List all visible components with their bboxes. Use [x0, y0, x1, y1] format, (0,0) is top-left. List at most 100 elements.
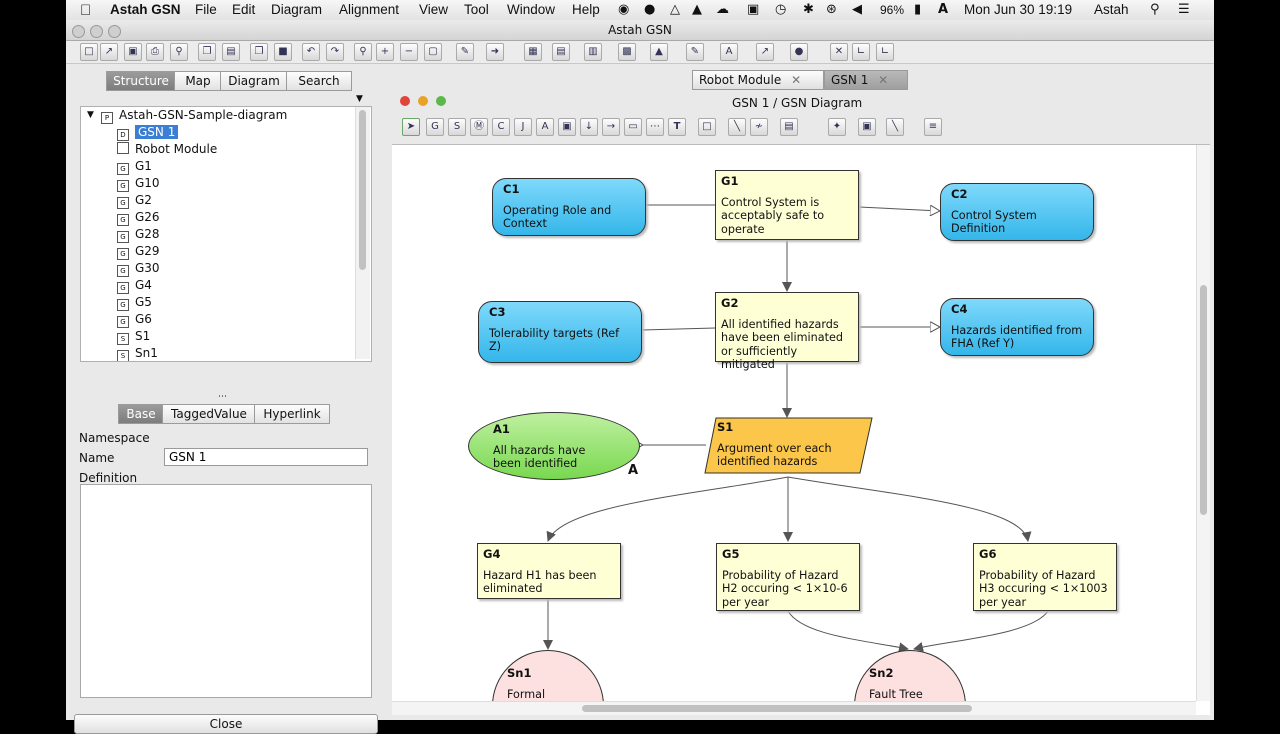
status-icon[interactable]: ◉ — [618, 2, 630, 17]
layout-mode-icon[interactable]: ≡ — [924, 118, 942, 136]
bell-icon[interactable]: △ — [670, 2, 680, 17]
copy-icon[interactable]: ❐ — [198, 43, 216, 61]
tab-search[interactable]: Search — [286, 71, 352, 91]
menu-file[interactable]: File — [195, 2, 217, 17]
input-source-icon[interactable]: A — [938, 2, 949, 17]
line-icon[interactable]: ✕ — [830, 43, 848, 61]
apple-icon[interactable]:  — [80, 2, 91, 19]
tab-structure[interactable]: Structure — [106, 71, 176, 91]
snap-icon[interactable]: ▣ — [858, 118, 876, 136]
tab-tagged-value[interactable]: TaggedValue — [162, 404, 256, 424]
menu-tool[interactable]: Tool — [464, 2, 489, 17]
close-window-icon[interactable] — [72, 25, 85, 38]
zoom-fit-icon[interactable]: ⚲ — [354, 43, 372, 61]
drive-icon[interactable]: ▲ — [692, 2, 702, 17]
select-tool-icon[interactable]: ➤ — [402, 118, 420, 136]
minimize-window-icon[interactable] — [90, 25, 103, 38]
tab-diagram[interactable]: Diagram — [220, 71, 288, 91]
zoom-select-icon[interactable]: ▢ — [424, 43, 442, 61]
layout-icon[interactable]: ▦ — [524, 43, 542, 61]
rectangle-tool-icon[interactable]: □ — [698, 118, 716, 136]
tree-item[interactable]: Robot Module — [117, 141, 217, 158]
zoom-window-icon[interactable] — [108, 25, 121, 38]
close-tab-icon[interactable]: ✕ — [791, 73, 802, 87]
zoom-in-icon[interactable]: + — [376, 43, 394, 61]
delete-icon[interactable]: ■ — [274, 43, 292, 61]
clock-icon[interactable]: ◷ — [775, 2, 787, 17]
text-tool-icon[interactable]: T — [668, 118, 686, 136]
notification-center-icon[interactable]: ☰ — [1178, 2, 1190, 17]
redo-icon[interactable]: ↷ — [326, 43, 344, 61]
justification-tool-icon[interactable]: J — [514, 118, 532, 136]
open-icon[interactable]: ↗ — [100, 43, 118, 61]
print-icon[interactable]: ⎙ — [146, 43, 164, 61]
status-icon[interactable]: ▣ — [747, 2, 760, 17]
line-style-icon[interactable]: ↗ — [756, 43, 774, 61]
canvas-hscroll-thumb[interactable] — [582, 705, 972, 712]
new-icon[interactable]: □ — [80, 43, 98, 61]
menu-view[interactable]: View — [419, 2, 449, 17]
highlight-icon[interactable]: ✎ — [456, 43, 474, 61]
note-tool-icon[interactable]: ▭ — [624, 118, 642, 136]
tab-robot-module[interactable]: Robot Module ✕ — [692, 70, 824, 90]
menu-window[interactable]: Window — [507, 2, 556, 17]
duplicate-icon[interactable]: ❐ — [250, 43, 268, 61]
menu-alignment[interactable]: Alignment — [339, 2, 400, 17]
image-tool-icon[interactable]: ▤ — [780, 118, 798, 136]
tree-scroll-thumb[interactable] — [359, 110, 366, 270]
tab-map[interactable]: Map — [174, 71, 222, 91]
app-menu[interactable]: Astah GSN — [110, 2, 181, 17]
context-tool-icon[interactable]: C — [492, 118, 510, 136]
align-left-icon[interactable]: ▥ — [584, 43, 602, 61]
close-diagram-icon[interactable] — [400, 96, 410, 106]
menu-edit[interactable]: Edit — [232, 2, 256, 17]
save-icon[interactable]: ▣ — [124, 43, 142, 61]
undo-icon[interactable]: ↶ — [302, 43, 320, 61]
bluetooth-icon[interactable]: ✱ — [803, 2, 814, 17]
fill-color-icon[interactable]: ▲ — [650, 43, 668, 61]
volume-icon[interactable]: ◀ — [852, 2, 862, 17]
tree-expand-icon[interactable]: ▼ — [87, 110, 94, 120]
close-button[interactable]: Close — [74, 714, 378, 734]
menubar-user[interactable]: Astah — [1094, 2, 1129, 17]
paste-icon[interactable]: ▤ — [222, 43, 240, 61]
name-input[interactable] — [164, 448, 368, 466]
spotlight-search-icon[interactable]: ⚲ — [1150, 2, 1160, 17]
menu-help[interactable]: Help — [572, 2, 600, 17]
definition-textarea[interactable] — [80, 484, 372, 698]
tab-hyperlink[interactable]: Hyperlink — [254, 404, 330, 424]
arrow-icon[interactable]: ➜ — [486, 43, 504, 61]
shape-icon[interactable]: ● — [790, 43, 808, 61]
line-color-icon[interactable]: ✎ — [686, 43, 704, 61]
curve-tool-icon[interactable]: ≁ — [750, 118, 768, 136]
battery-percent[interactable]: 96% — [880, 3, 905, 17]
goal-tool-icon[interactable]: G — [426, 118, 444, 136]
canvas-vertical-scrollbar[interactable] — [1196, 145, 1210, 701]
maximize-diagram-icon[interactable] — [436, 96, 446, 106]
supported-by-tool-icon[interactable]: ↓ — [580, 118, 598, 136]
canvas-vscroll-thumb[interactable] — [1200, 285, 1207, 515]
canvas-horizontal-scrollbar[interactable] — [392, 701, 1196, 715]
solution-tool-icon[interactable]: Ⓜ — [470, 118, 488, 136]
zoom-out-icon[interactable]: − — [400, 43, 418, 61]
align-top-icon[interactable]: ▤ — [552, 43, 570, 61]
cloud-icon[interactable]: ☁ — [716, 2, 729, 17]
tab-base[interactable]: Base — [118, 404, 164, 424]
tree-scrollbar[interactable] — [355, 107, 370, 359]
minimize-diagram-icon[interactable] — [418, 96, 428, 106]
